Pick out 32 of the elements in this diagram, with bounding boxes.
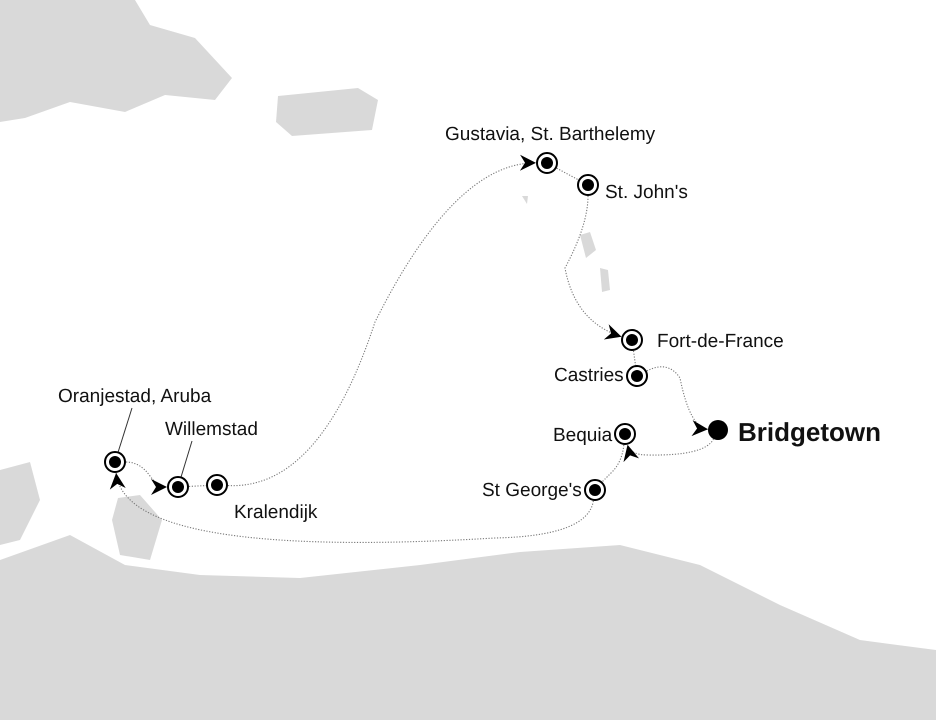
port-name: Castries (554, 365, 624, 387)
leader-line (118, 408, 132, 452)
route-line (188, 485, 206, 487)
port-marker (536, 152, 558, 174)
route-line (112, 472, 594, 543)
route-line (564, 196, 622, 339)
port-name: Willemstad (165, 419, 258, 441)
route-line (556, 168, 579, 180)
port-marker (614, 423, 636, 445)
port-name: Bridgetown (738, 417, 881, 447)
port-marker (584, 479, 606, 501)
port-marker (621, 329, 643, 351)
port-marker (577, 174, 599, 196)
port-name: Bequia (553, 425, 612, 447)
port-name: St. John's (605, 182, 688, 204)
port-name: St George's (482, 480, 582, 502)
route-line (228, 156, 536, 486)
leader-line (180, 440, 192, 477)
port-marker (206, 474, 228, 496)
port-name: Oranjestad, Aruba (58, 386, 212, 408)
route-line (602, 444, 624, 482)
start-port-dot (708, 420, 728, 440)
port-name: Kralendijk (234, 502, 318, 524)
port-marker (104, 451, 126, 473)
route-line (646, 366, 708, 434)
port-marker (167, 476, 189, 498)
port-name: Fort-de-France (657, 331, 784, 353)
port-name: Gustavia, St. Barthelemy (445, 124, 656, 146)
route-line (624, 438, 714, 462)
port-marker (626, 365, 648, 387)
route-line (126, 461, 168, 494)
route-line (632, 350, 636, 366)
